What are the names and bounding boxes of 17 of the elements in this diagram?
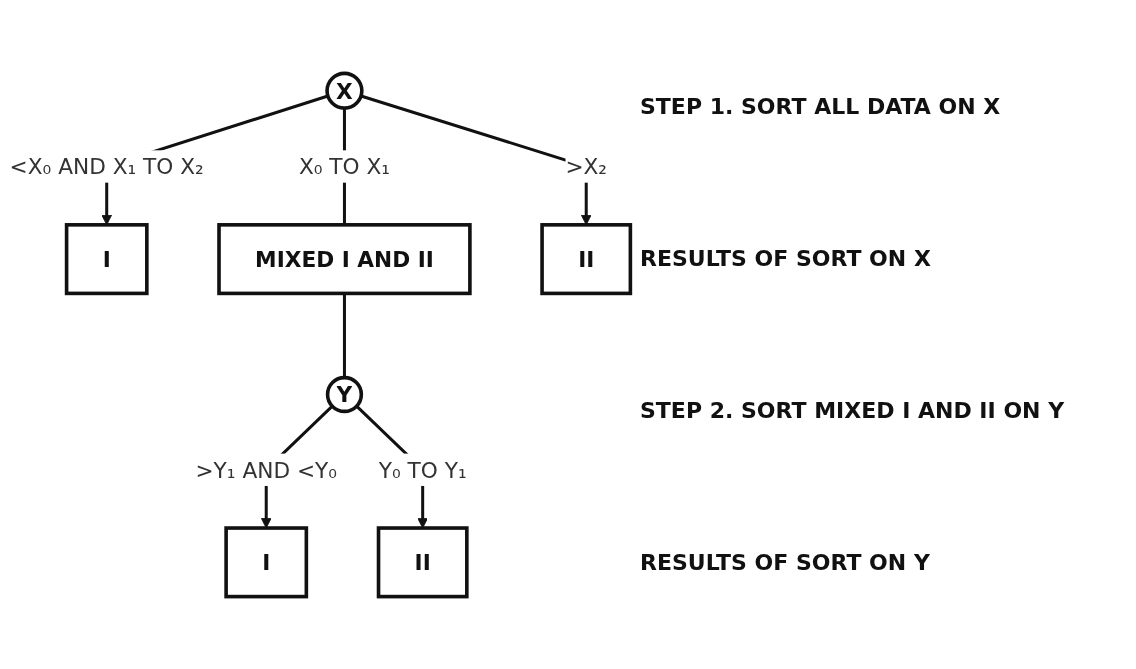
step-note: STEP 2. SORT MIXED I AND II ON Y <box>640 398 1066 424</box>
edge-label: Y₀ TO Y₁ <box>378 456 467 482</box>
connector <box>342 292 346 378</box>
node-circle: X <box>325 71 364 110</box>
node-box: I <box>224 525 309 598</box>
step-note: RESULTS OF SORT ON Y <box>640 550 931 576</box>
node-box: MIXED I AND II <box>217 222 472 295</box>
edge-label: >X₂ <box>565 153 608 179</box>
edge-label: X₀ TO X₁ <box>298 153 390 179</box>
edge-label: <X₀ AND X₁ TO X₂ <box>9 153 204 179</box>
node-box: II <box>540 222 633 295</box>
step-note: RESULTS OF SORT ON X <box>640 245 932 271</box>
node-box: II <box>376 525 469 598</box>
step-note: STEP 1. SORT ALL DATA ON X <box>640 93 1002 119</box>
edge-label: >Y₁ AND <Y₀ <box>195 456 338 482</box>
node-circle: Y <box>325 375 364 413</box>
node-box: I <box>64 222 149 295</box>
